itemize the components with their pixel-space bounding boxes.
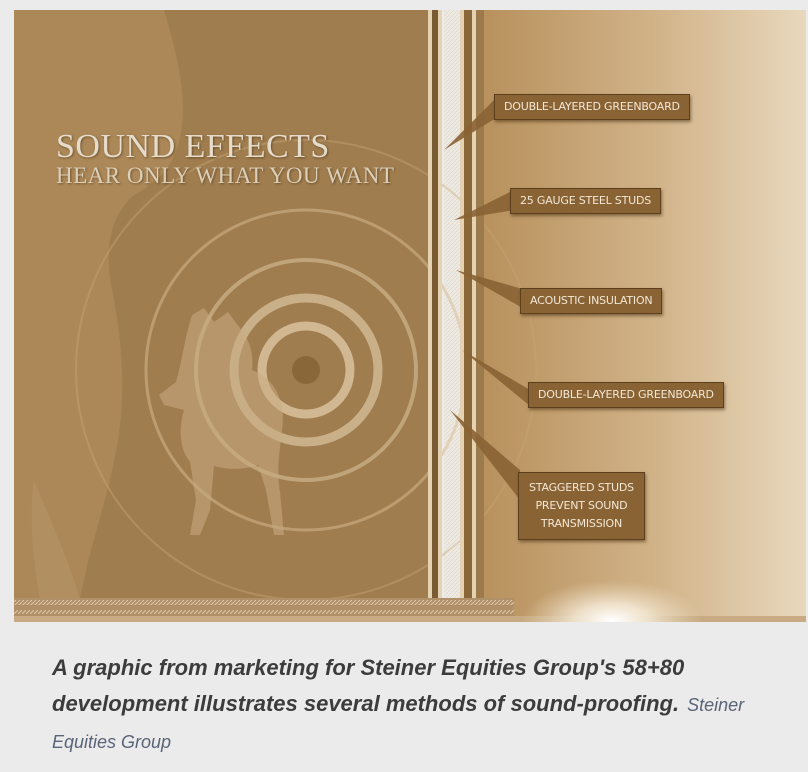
wall-cross-section: [428, 10, 484, 610]
woman-silhouette: [14, 10, 183, 622]
subheadline: HEAR ONLY WHAT YOU WANT: [56, 163, 395, 188]
floor-strip: [14, 598, 806, 622]
silhouette-leg: [31, 480, 86, 622]
light-glow: [522, 580, 702, 622]
callout-acoustic-insulation: ACOUSTIC INSULATION: [520, 288, 663, 314]
headline: SOUND EFFECTS: [56, 128, 330, 165]
callout-pointers: [444, 98, 530, 500]
dog-silhouette: [159, 308, 284, 535]
callout-steel-studs: 25 GAUGE STEEL STUDS: [510, 188, 661, 214]
caption: A graphic from marketing for Steiner Equ…: [52, 650, 782, 760]
callout-staggered-studs: STAGGERED STUDS PREVENT SOUND TRANSMISSI…: [518, 472, 645, 540]
caption-text: A graphic from marketing for Steiner Equ…: [52, 655, 685, 716]
graphic-artwork: [14, 10, 806, 622]
headline-block: SOUND EFFECTS HEAR ONLY WHAT YOU WANT: [56, 130, 394, 188]
soundproofing-graphic: SOUND EFFECTS HEAR ONLY WHAT YOU WANT DO…: [14, 10, 806, 622]
callout-greenboard-outer: DOUBLE-LAYERED GREENBOARD: [494, 94, 690, 120]
callout-greenboard-inner: DOUBLE-LAYERED GREENBOARD: [528, 382, 724, 408]
caption-credit: Steiner Equities Group: [52, 695, 745, 752]
